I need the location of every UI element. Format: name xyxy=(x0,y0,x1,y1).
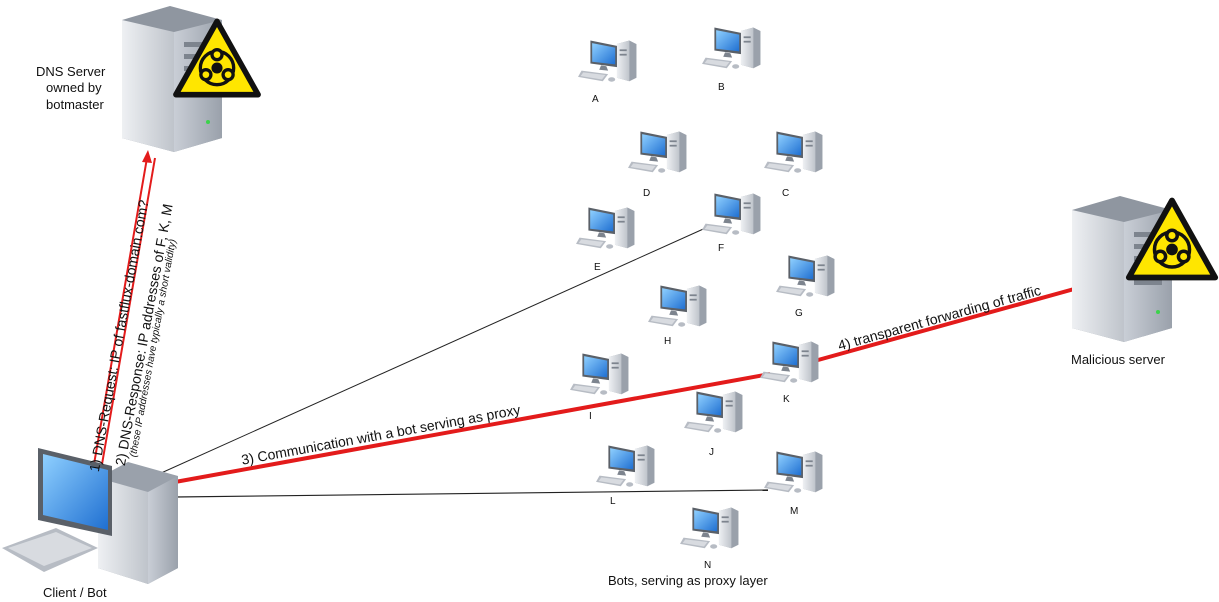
bot-label-M: M xyxy=(790,506,799,517)
bot-label-I: I xyxy=(589,411,592,422)
bot-D-icon xyxy=(628,131,687,173)
bot-label-G: G xyxy=(795,308,803,319)
bot-L-icon xyxy=(596,445,655,487)
bot-label-F: F xyxy=(718,243,725,254)
bot-H-icon xyxy=(648,285,707,327)
bot-F-icon xyxy=(702,193,761,235)
bot-K-icon xyxy=(760,341,819,383)
link-client-to-K-red xyxy=(174,372,771,484)
dns-response-arrow xyxy=(100,157,156,471)
bot-J-icon xyxy=(684,391,743,433)
bot-label-H: H xyxy=(664,336,672,347)
bot-N-icon xyxy=(680,507,739,549)
malicious-server-label: Malicious server xyxy=(1071,352,1165,367)
bot-I-icon xyxy=(570,353,629,395)
bot-G-icon xyxy=(776,255,835,297)
bot-E-icon xyxy=(576,207,635,249)
bot-A-icon xyxy=(578,40,637,82)
bot-label-E: E xyxy=(594,262,601,273)
bot-label-C: C xyxy=(782,188,790,199)
bot-label-J: J xyxy=(709,447,714,458)
bot-B-icon xyxy=(702,27,761,69)
dns-server-label-2: owned by xyxy=(46,80,102,95)
bot-M-icon xyxy=(764,451,823,493)
link-client-to-M xyxy=(174,489,769,498)
dns-server-label-3: botmaster xyxy=(46,97,104,112)
bot-label-K: K xyxy=(783,394,790,405)
client-computer-icon xyxy=(2,448,178,584)
dns-server-label-1: DNS Server xyxy=(36,64,106,79)
dns-request-arrow xyxy=(92,157,148,471)
dns-request-arrowhead xyxy=(142,150,152,163)
link-K-to-server-red xyxy=(799,284,1086,367)
bot-label-N: N xyxy=(704,560,712,571)
bot-label-L: L xyxy=(610,496,616,507)
client-label: Client / Bot xyxy=(43,585,107,600)
bot-C-icon xyxy=(764,131,823,173)
bots-caption: Bots, serving as proxy layer xyxy=(608,573,768,588)
bot-label-A: A xyxy=(592,94,599,105)
link-client-to-F xyxy=(149,225,711,479)
bot-label-B: B xyxy=(718,82,725,93)
bot-label-D: D xyxy=(643,188,651,199)
